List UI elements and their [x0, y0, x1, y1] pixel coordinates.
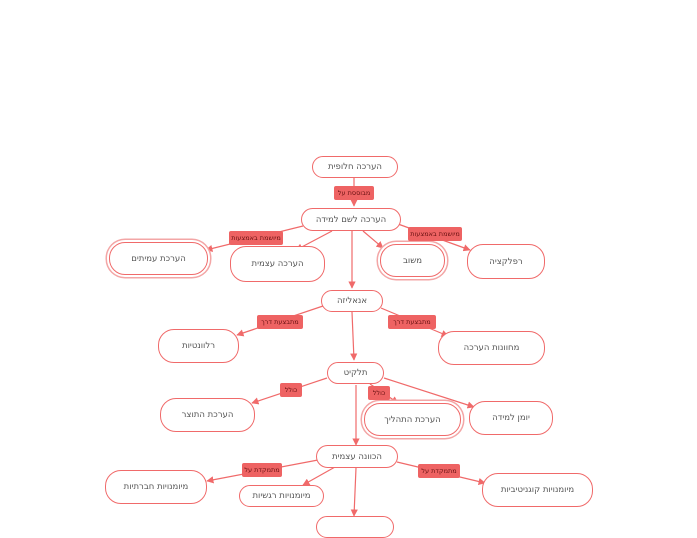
node-next-partial[interactable]: [316, 516, 394, 538]
node-process-assessment[interactable]: הערכת התהליך: [364, 403, 461, 436]
edge-product-to-journal: [383, 377, 475, 409]
node-assessment-for-learning[interactable]: הערכה לשם למידה: [301, 208, 401, 231]
node-emotional-skills[interactable]: מיומנויות רגשיות: [239, 485, 324, 507]
edge-afl-to-feedback: [362, 230, 384, 249]
node-self-direction[interactable]: הכוונה עצמית: [316, 445, 398, 468]
node-product-assessment[interactable]: הערכת התוצר: [160, 398, 255, 432]
node-feedback[interactable]: משוב: [380, 244, 445, 277]
edge-analysis-to-product: [350, 311, 358, 361]
node-relevance[interactable]: רלוונטיות: [158, 329, 239, 363]
node-alt-assessment[interactable]: הערכה חלופית: [312, 156, 398, 178]
node-assessment-rubrics[interactable]: מחוונות הערכה: [438, 331, 545, 365]
tag-includes-right: כולל: [368, 386, 390, 400]
node-self-assessment[interactable]: הערכה עצמית: [230, 246, 325, 282]
node-learning-journal[interactable]: יומן למידה: [469, 401, 553, 435]
node-social-skills[interactable]: מיומנויות חברתיות: [105, 470, 207, 504]
tag-based-on: מבוססת על: [334, 186, 374, 200]
mind-map-canvas: הערכה חלופית הערכה לשם למידה הערכת עמיתי…: [105, 156, 593, 538]
tag-leads-to-left: מתבצעת דרך: [257, 315, 303, 329]
tag-via-tools-left: מיושמת באמצעות: [229, 231, 283, 245]
tag-leads-to-right: מתבצעת דרך: [388, 315, 436, 329]
tag-relies-on-right: מתמקדת על: [418, 464, 460, 478]
edge-self-direction-down: [350, 467, 358, 517]
tag-relies-on-left: מתמקדת על: [242, 463, 282, 477]
node-peer-assessment[interactable]: הערכת עמיתים: [109, 242, 208, 275]
node-cognitive-skills[interactable]: מיומנויות קוגניטיביות: [482, 473, 593, 507]
node-analysis[interactable]: אנאליזה: [321, 290, 383, 312]
tag-includes-left: כולל: [280, 383, 302, 397]
node-product[interactable]: תלקיט: [327, 362, 384, 384]
edge-self-direction-to-emotional: [302, 466, 336, 486]
node-reflection[interactable]: רפלקציה: [467, 244, 545, 279]
connector-layer: [205, 178, 486, 517]
tag-via-tools-right: מיושמת באמצעות: [408, 227, 462, 241]
